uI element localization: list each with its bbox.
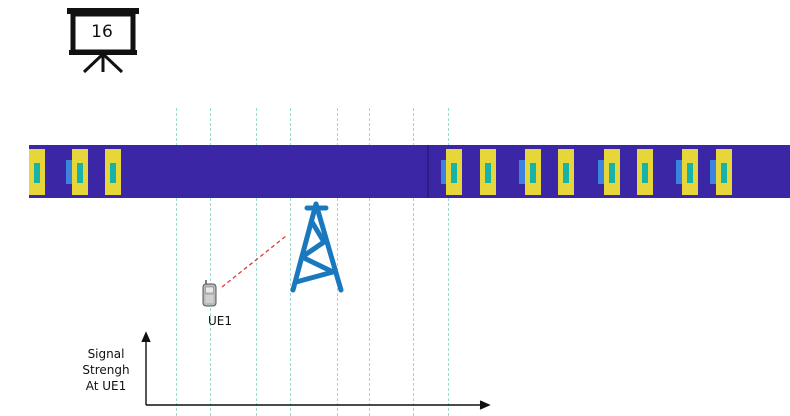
axis-label-line: At UE1 bbox=[85, 379, 127, 393]
link-line bbox=[221, 235, 287, 288]
track-slot-core bbox=[34, 163, 40, 183]
track-slot-edge bbox=[519, 160, 528, 184]
track-slot-edge bbox=[441, 160, 450, 184]
track-slot-core bbox=[530, 163, 536, 183]
track-slot-core bbox=[687, 163, 693, 183]
grid-line bbox=[369, 108, 370, 416]
track-divider bbox=[427, 145, 429, 198]
track-slot-core bbox=[563, 163, 569, 183]
track-slot-edge bbox=[676, 160, 685, 184]
track-slot-edge bbox=[710, 160, 719, 184]
track-slot-core bbox=[110, 163, 116, 183]
grid-line bbox=[290, 108, 291, 416]
grid-line bbox=[337, 108, 338, 416]
grid-line bbox=[176, 108, 177, 416]
track-slot-core bbox=[642, 163, 648, 183]
slide-number: 16 bbox=[91, 22, 113, 42]
track-slot-edge bbox=[598, 160, 607, 184]
track-slot-core bbox=[451, 163, 457, 183]
grid-line bbox=[210, 108, 211, 416]
axis-label-line: Signal bbox=[87, 347, 125, 361]
cell-tower-icon bbox=[290, 201, 344, 293]
axis-label-line: Strengh bbox=[82, 363, 130, 377]
ue-label: UE1 bbox=[208, 314, 232, 328]
signal-axis-label: Signal Strengh At UE1 bbox=[70, 346, 142, 394]
track-slot-core bbox=[609, 163, 615, 183]
track-slot-core bbox=[485, 163, 491, 183]
track-slot-core bbox=[721, 163, 727, 183]
grid-line bbox=[256, 108, 257, 416]
track-slot-edge bbox=[66, 160, 75, 184]
mobile-phone-icon bbox=[202, 280, 217, 307]
signal-track bbox=[29, 145, 790, 198]
presentation-board-icon bbox=[67, 8, 139, 74]
track-slot-core bbox=[77, 163, 83, 183]
grid-line bbox=[448, 108, 449, 416]
signal-axes bbox=[141, 331, 491, 410]
grid-line bbox=[413, 108, 414, 416]
